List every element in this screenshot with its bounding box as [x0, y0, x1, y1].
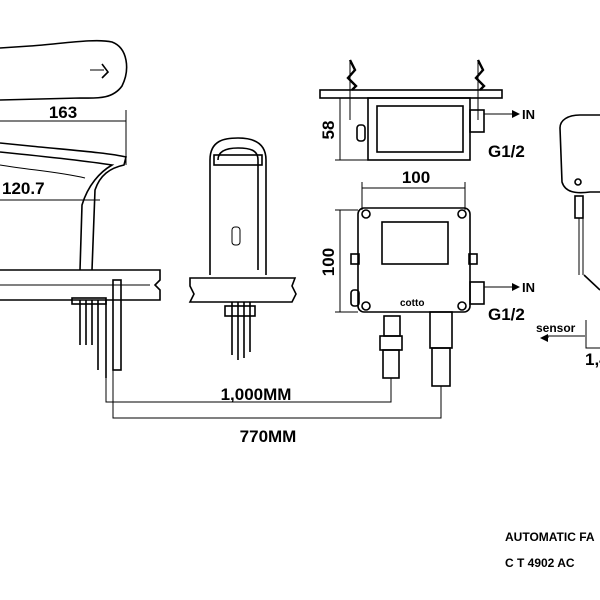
svg-text:IN: IN — [522, 280, 535, 295]
svg-text:58: 58 — [319, 121, 338, 140]
sensor-module: sensor 1,4 — [536, 114, 600, 369]
svg-text:cotto: cotto — [400, 298, 424, 309]
cable-routing: 1,000MM 770MM — [105, 370, 442, 446]
svg-text:IN: IN — [522, 107, 535, 122]
faucet-side-view: 120.7 — [0, 142, 161, 378]
svg-text:770MM: 770MM — [240, 427, 297, 446]
product-title: AUTOMATIC FA — [505, 530, 595, 544]
control-box-front-view: 100 100 cotto IN G1/2 — [319, 168, 535, 398]
svg-text:sensor: sensor — [536, 321, 576, 335]
spout-top-view — [0, 39, 128, 101]
faucet-front-view — [188, 137, 297, 360]
svg-text:1,4: 1,4 — [585, 350, 600, 369]
svg-text:100: 100 — [319, 248, 338, 276]
control-box-top-view: IN G1/2 58 — [319, 59, 535, 161]
model-number: C T 4902 AC — [505, 556, 575, 570]
svg-text:163: 163 — [49, 103, 77, 122]
svg-text:G1/2: G1/2 — [488, 142, 525, 161]
svg-text:1,000MM: 1,000MM — [221, 385, 292, 404]
dimension-163: 163 — [0, 103, 127, 165]
svg-text:100: 100 — [402, 168, 430, 187]
svg-text:G1/2: G1/2 — [488, 305, 525, 324]
svg-text:120.7: 120.7 — [2, 179, 45, 198]
